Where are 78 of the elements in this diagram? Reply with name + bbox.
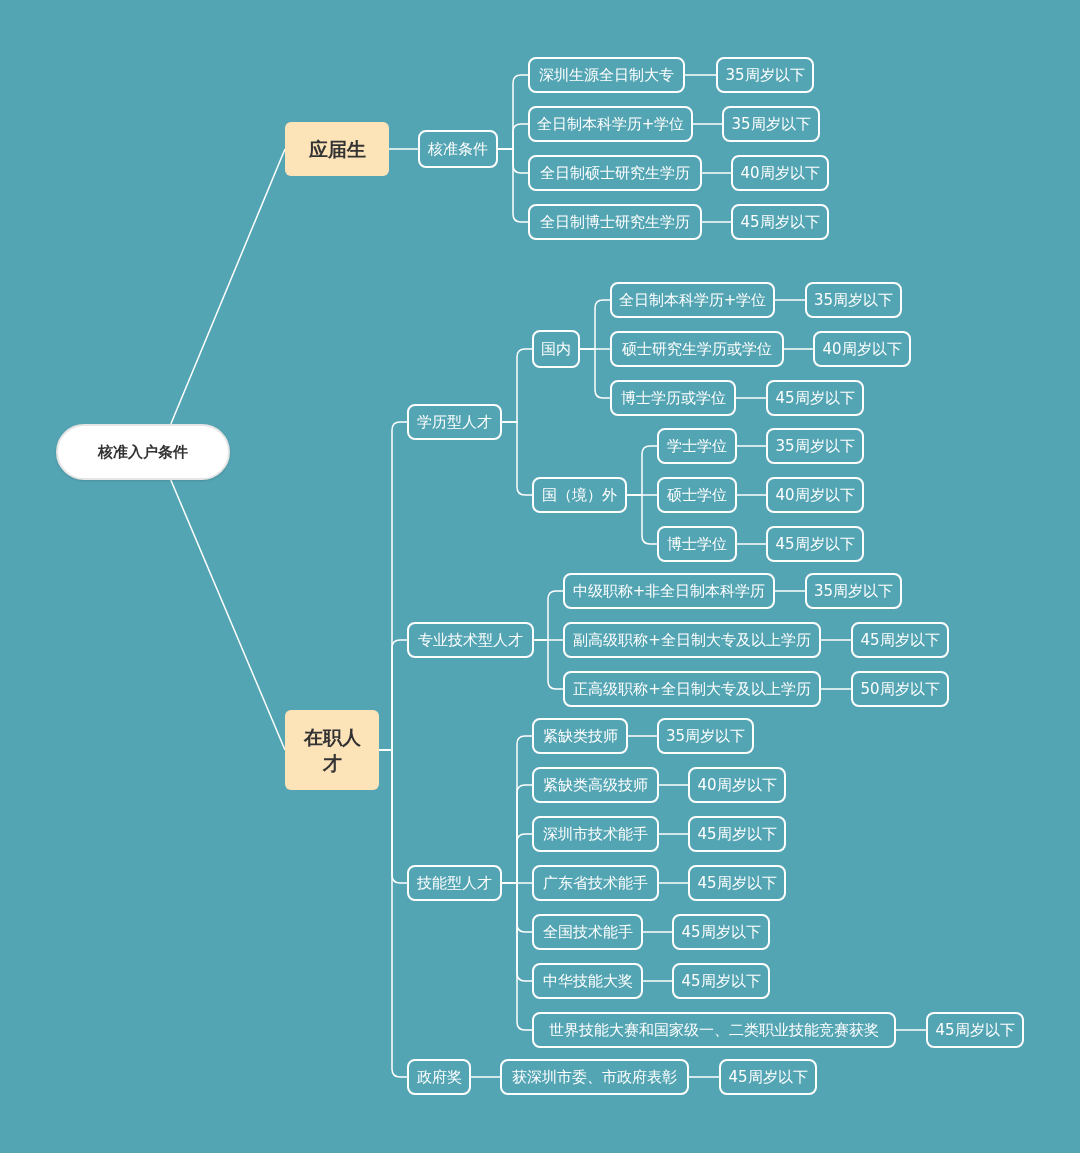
topic-box: 40周岁以下: [813, 331, 911, 367]
main-topic: 在职人才: [285, 710, 379, 790]
topic-box: 35周岁以下: [805, 282, 902, 318]
topic-box: 45周岁以下: [926, 1012, 1024, 1048]
topic-box: 全日制本科学历+学位: [610, 282, 775, 318]
connector-line: [470, 1076, 501, 1078]
topic-box: 35周岁以下: [805, 573, 902, 609]
main-topic: 应届生: [285, 122, 389, 176]
topic-box: 正高级职称+全日制大专及以上学历: [563, 671, 821, 707]
connector-line: [820, 639, 852, 641]
topic-box: 全日制本科学历+学位: [528, 106, 693, 142]
topic-box: 45周岁以下: [672, 963, 770, 999]
connector-line: [642, 980, 673, 982]
topic-box: 35周岁以下: [766, 428, 864, 464]
connector-line: [170, 148, 286, 425]
connector-line: [170, 479, 286, 751]
connector-line: [378, 749, 408, 1078]
connector-line: [688, 1076, 720, 1078]
connector-line: [895, 1029, 927, 1031]
topic-box: 深圳生源全日制大专: [528, 57, 685, 93]
topic-box: 获深圳市委、市政府表彰: [500, 1059, 689, 1095]
topic-box: 45周岁以下: [688, 816, 786, 852]
connector-line: [642, 931, 673, 933]
topic-box: 技能型人才: [407, 865, 502, 901]
topic-box: 35周岁以下: [722, 106, 820, 142]
topic-box: 45周岁以下: [766, 526, 864, 562]
connector-line: [692, 123, 723, 125]
topic-box: 深圳市技术能手: [532, 816, 659, 852]
topic-box: 50周岁以下: [851, 671, 949, 707]
topic-box: 紧缺类高级技师: [532, 767, 659, 803]
topic-box: 世界技能大赛和国家级一、二类职业技能竞赛获奖: [532, 1012, 896, 1048]
topic-box: 中级职称+非全日制本科学历: [563, 573, 775, 609]
topic-box: 45周岁以下: [719, 1059, 817, 1095]
connector-line: [658, 784, 689, 786]
topic-box: 政府奖: [407, 1059, 471, 1095]
topic-box: 国内: [532, 330, 580, 368]
connector-line: [388, 148, 419, 150]
topic-box: 核准条件: [418, 130, 498, 168]
topic-box: 学历型人才: [407, 404, 502, 440]
connector-line: [627, 735, 658, 737]
connector-line: [684, 74, 717, 76]
topic-box: 45周岁以下: [731, 204, 829, 240]
topic-box: 35周岁以下: [716, 57, 814, 93]
topic-box: 硕士学位: [657, 477, 737, 513]
topic-box: 学士学位: [657, 428, 737, 464]
connector-line: [736, 494, 767, 496]
topic-box: 全日制硕士研究生学历: [528, 155, 702, 191]
topic-box: 45周岁以下: [672, 914, 770, 950]
connector-line: [658, 833, 689, 835]
topic-box: 硕士研究生学历或学位: [610, 331, 784, 367]
topic-box: 全国技术能手: [532, 914, 643, 950]
topic-box: 专业技术型人才: [407, 622, 534, 658]
connector-line: [820, 688, 852, 690]
topic-box: 博士学历或学位: [610, 380, 736, 416]
connector-line: [658, 882, 689, 884]
topic-box: 全日制博士研究生学历: [528, 204, 702, 240]
connector-line: [701, 221, 732, 223]
topic-box: 40周岁以下: [766, 477, 864, 513]
topic-box: 45周岁以下: [766, 380, 864, 416]
topic-box: 45周岁以下: [851, 622, 949, 658]
connector-line: [701, 172, 732, 174]
topic-box: 广东省技术能手: [532, 865, 659, 901]
topic-box: 40周岁以下: [731, 155, 829, 191]
topic-box: 国（境）外: [532, 477, 627, 513]
connector-line: [783, 348, 814, 350]
topic-box: 博士学位: [657, 526, 737, 562]
topic-box: 中华技能大奖: [532, 963, 643, 999]
topic-box: 副高级职称+全日制大专及以上学历: [563, 622, 821, 658]
connector-line: [736, 445, 767, 447]
topic-box: 35周岁以下: [657, 718, 754, 754]
connector-line: [774, 590, 806, 592]
connector-line: [774, 299, 806, 301]
topic-box: 45周岁以下: [688, 865, 786, 901]
topic-box: 40周岁以下: [688, 767, 786, 803]
connector-line: [736, 543, 767, 545]
root-topic: 核准入户条件: [56, 424, 230, 480]
connector-line: [735, 397, 767, 399]
topic-box: 紧缺类技师: [532, 718, 628, 754]
